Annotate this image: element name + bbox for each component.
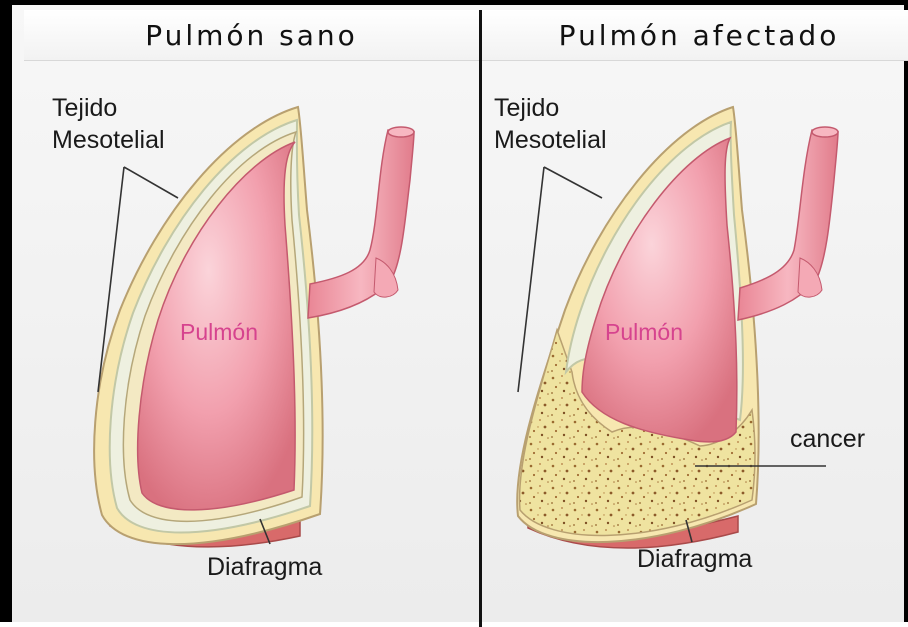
cancer-label: cancer bbox=[790, 425, 865, 453]
bronchus-left-opening bbox=[388, 127, 414, 137]
diaphragm-label-right: Diafragma bbox=[637, 545, 752, 573]
diaphragm-label-left: Diafragma bbox=[207, 553, 322, 581]
lung-label-right: Pulmón bbox=[605, 319, 683, 345]
tissue-label-right-line2: Mesotelial bbox=[494, 126, 607, 154]
bronchus-right-opening bbox=[812, 127, 838, 137]
tissue-label-left-line2: Mesotelial bbox=[52, 126, 165, 154]
bronchus-right bbox=[738, 130, 838, 320]
tissue-label-right-line1: Tejido bbox=[494, 94, 559, 122]
lung-label-left: Pulmón bbox=[180, 319, 258, 345]
tissue-label-left-line1: Tejido bbox=[52, 94, 117, 122]
